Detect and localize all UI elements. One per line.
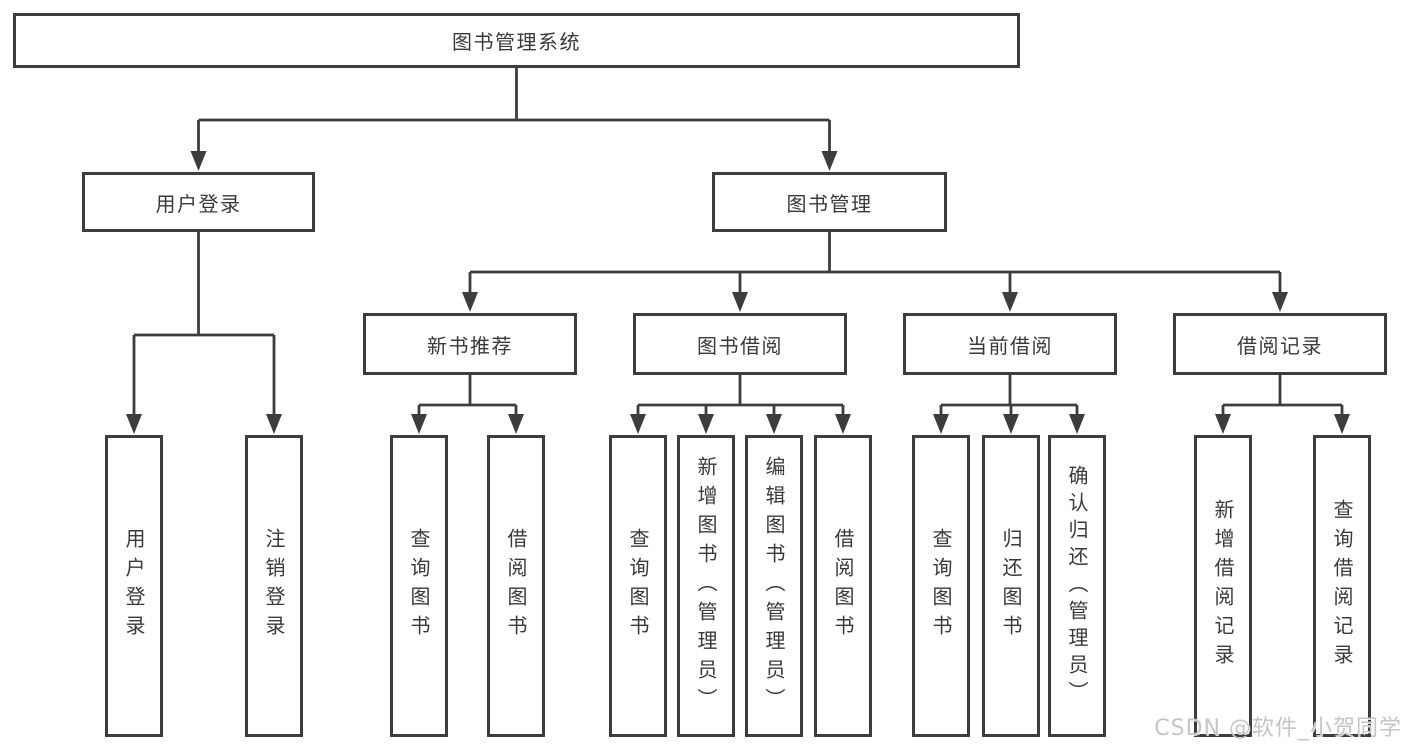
leaf-user-login-label: 用户登录: [122, 528, 146, 644]
leaf-query-book-current-label: 查询图书: [929, 528, 953, 644]
node-root-label: 图书管理系统: [452, 30, 581, 54]
leaf-borrow-book-recommend-label: 借阅图书: [504, 528, 528, 644]
arrowhead-icons: [126, 151, 1350, 434]
node-new-book-recommendation: 新书推荐: [363, 313, 577, 375]
node-book-borrowing-label: 图书借阅: [697, 333, 783, 358]
leaf-add-book-admin: 新增图书（管理员）: [677, 435, 735, 737]
leaf-return-book-label: 归还图书: [999, 528, 1023, 644]
leaf-query-book-current: 查询图书: [912, 435, 970, 737]
node-book-borrowing: 图书借阅: [633, 313, 847, 375]
node-user-login-label: 用户登录: [155, 191, 242, 216]
leaf-query-borrow-record-label: 查询借阅记录: [1330, 499, 1354, 673]
leaf-logout: 注销登录: [245, 435, 303, 737]
leaf-confirm-return-admin: 确认归还（管理员）: [1048, 435, 1106, 737]
leaf-query-borrow-record: 查询借阅记录: [1313, 435, 1371, 737]
leaf-return-book: 归还图书: [982, 435, 1040, 737]
node-current-borrowing-label: 当前借阅: [967, 333, 1053, 358]
node-borrowing-records-label: 借阅记录: [1237, 333, 1323, 358]
leaf-borrow-book-borrowing-label: 借阅图书: [831, 528, 855, 644]
node-root: 图书管理系统: [13, 13, 1020, 68]
leaf-edit-book-admin-label: 编辑图书（管理员）: [762, 455, 786, 717]
node-current-borrowing: 当前借阅: [903, 313, 1117, 375]
leaf-query-book-borrowing-label: 查询图书: [626, 528, 650, 644]
leaf-edit-book-admin: 编辑图书（管理员）: [745, 435, 803, 737]
leaf-borrow-book-borrowing: 借阅图书: [814, 435, 872, 737]
leaf-add-borrow-record-label: 新增借阅记录: [1211, 499, 1235, 673]
node-book-management: 图书管理: [712, 172, 947, 232]
leaf-query-book-recommend: 查询图书: [390, 435, 448, 737]
leaf-add-borrow-record: 新增借阅记录: [1194, 435, 1252, 737]
leaf-borrow-book-recommend: 借阅图书: [487, 435, 545, 737]
node-user-login: 用户登录: [82, 172, 315, 232]
leaf-user-login: 用户登录: [105, 435, 163, 737]
watermark: CSDN @软件_小贺同学: [1154, 716, 1402, 741]
leaf-logout-label: 注销登录: [262, 528, 286, 644]
connector-path: [132, 68, 1344, 418]
node-new-book-recommendation-label: 新书推荐: [427, 333, 513, 358]
node-book-management-label: 图书管理: [786, 191, 873, 216]
leaf-query-book-recommend-label: 查询图书: [407, 528, 431, 644]
node-borrowing-records: 借阅记录: [1173, 313, 1387, 375]
leaf-confirm-return-admin-label: 确认归还（管理员）: [1065, 464, 1089, 708]
leaf-add-book-admin-label: 新增图书（管理员）: [694, 455, 718, 717]
leaf-query-book-borrowing: 查询图书: [609, 435, 667, 737]
